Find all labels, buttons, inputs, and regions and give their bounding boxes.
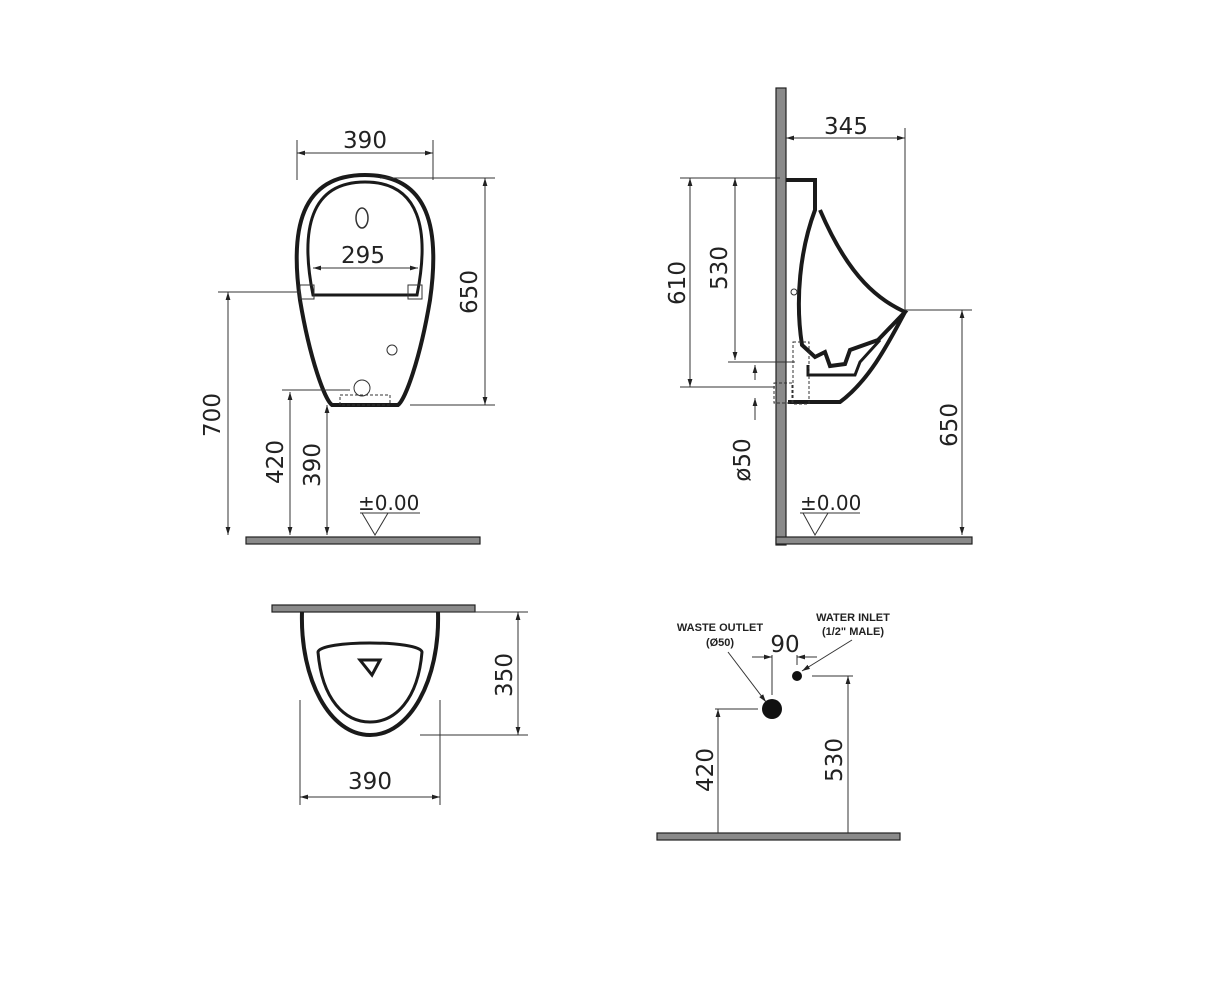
floor — [245, 536, 481, 545]
dim-top-width: 390 — [348, 769, 392, 795]
inlet-mark — [355, 207, 369, 229]
dim-rim-height: 650 — [937, 403, 963, 447]
connections-view: WASTE OUTLET (Ø50) WATER INLET (1/2" MAL… — [656, 612, 901, 841]
floor — [656, 832, 901, 841]
dim-outlet-diameter: ø50 — [730, 438, 756, 481]
dim-depth: 345 — [824, 114, 868, 140]
waste-mark — [353, 379, 371, 397]
dim-bottom-height: 390 — [300, 443, 326, 487]
urinal-top-outline — [299, 611, 441, 738]
water-inlet-label: WATER INLET — [816, 612, 890, 624]
urinal-side-profile — [786, 178, 909, 369]
side-view: 345 610 530 ø50 650 ±0.00 — [665, 87, 973, 546]
dim-spacing: 90 — [770, 632, 799, 658]
dim-inlet-height: 530 — [822, 738, 848, 782]
floor — [775, 536, 973, 545]
front-view: 390 295 650 700 420 390 ±0.00 — [200, 128, 495, 545]
dim-inner-width: 295 — [341, 243, 385, 269]
dim-width: 390 — [343, 128, 387, 154]
waste-outlet-label: WASTE OUTLET — [677, 622, 763, 634]
dim-inlet-height: 530 — [707, 246, 733, 290]
dim-top-height: 610 — [665, 261, 691, 305]
center-mark — [386, 344, 398, 356]
floor-level: ±0.00 — [358, 491, 419, 515]
water-inlet-point — [792, 671, 802, 681]
dim-height: 650 — [457, 270, 483, 314]
waste-outlet-size: (Ø50) — [706, 637, 734, 649]
top-view: 350 390 — [271, 604, 528, 805]
floor-level: ±0.00 — [800, 491, 861, 515]
wall — [775, 87, 787, 546]
urinal-front-opening — [306, 180, 424, 297]
dim-top-depth: 350 — [492, 653, 518, 697]
waste-outlet-point — [762, 699, 782, 719]
dim-waste-height: 420 — [693, 748, 719, 792]
dim-waste-height: 420 — [263, 440, 289, 484]
dim-fixing-height: 700 — [200, 393, 226, 437]
wall — [271, 604, 476, 613]
fixing-bracket-right — [407, 284, 423, 300]
water-inlet-size: (1/2" MALE) — [822, 626, 884, 638]
